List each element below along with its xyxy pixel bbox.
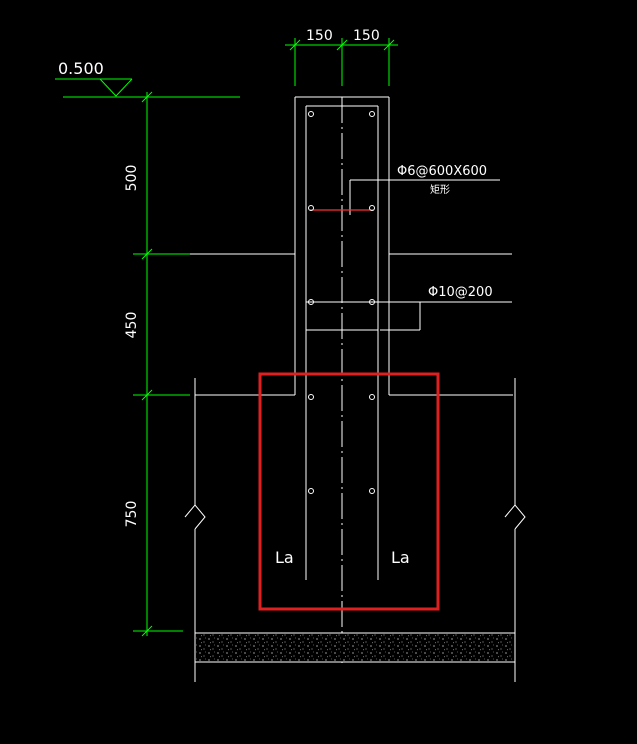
tie-rebar-subnote: 矩形 — [430, 183, 450, 196]
vertical-dim-500: 500 — [124, 165, 140, 192]
anchorage-label-right: La — [391, 548, 410, 567]
top-dim-right: 150 — [353, 28, 380, 44]
gravel-bed — [194, 632, 516, 663]
rebar-dots — [308, 111, 375, 494]
dimension-lines — [55, 38, 398, 637]
anchorage-label-left: La — [275, 548, 294, 567]
level-mark-text: 0.500 — [58, 59, 104, 78]
vertical-dim-450: 450 — [124, 312, 140, 339]
vertical-dim-750: 750 — [124, 501, 140, 528]
highlight-box — [258, 372, 440, 611]
structure-lines — [184, 96, 526, 682]
tie-rebar-note: Φ6@600X600 — [397, 164, 487, 179]
stirrup-note: Φ10@200 — [428, 285, 493, 300]
top-dim-left: 150 — [306, 28, 333, 44]
